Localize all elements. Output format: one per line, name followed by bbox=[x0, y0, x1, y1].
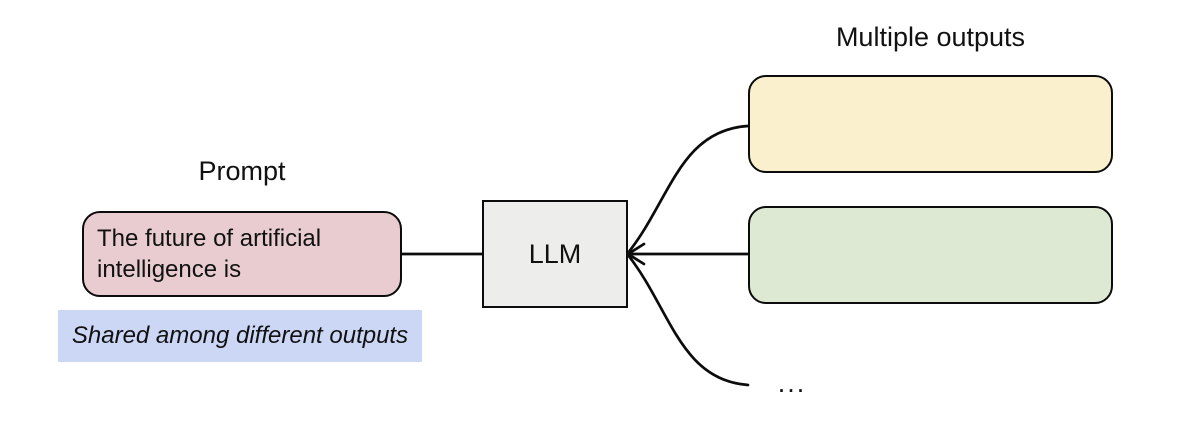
shared-prompt-caption: Shared among different outputs bbox=[58, 310, 422, 362]
arrowhead-into-llm-icon bbox=[626, 242, 646, 266]
llm-label: LLM bbox=[528, 238, 582, 269]
more-outputs-ellipsis: ... bbox=[777, 368, 807, 398]
outputs-title: Multiple outputs bbox=[835, 22, 1026, 52]
connector-llm-to-more-outputs bbox=[626, 253, 750, 387]
prompt-title: Prompt bbox=[198, 156, 286, 186]
llm-box: LLM bbox=[482, 200, 628, 308]
prompt-text: The future of artificial intelligence is bbox=[97, 225, 322, 283]
output-box-1 bbox=[748, 75, 1113, 173]
connector-llm-to-output-1 bbox=[626, 124, 750, 255]
output-box-2 bbox=[748, 206, 1113, 304]
prompt-box: The future of artificial intelligence is bbox=[82, 211, 402, 297]
